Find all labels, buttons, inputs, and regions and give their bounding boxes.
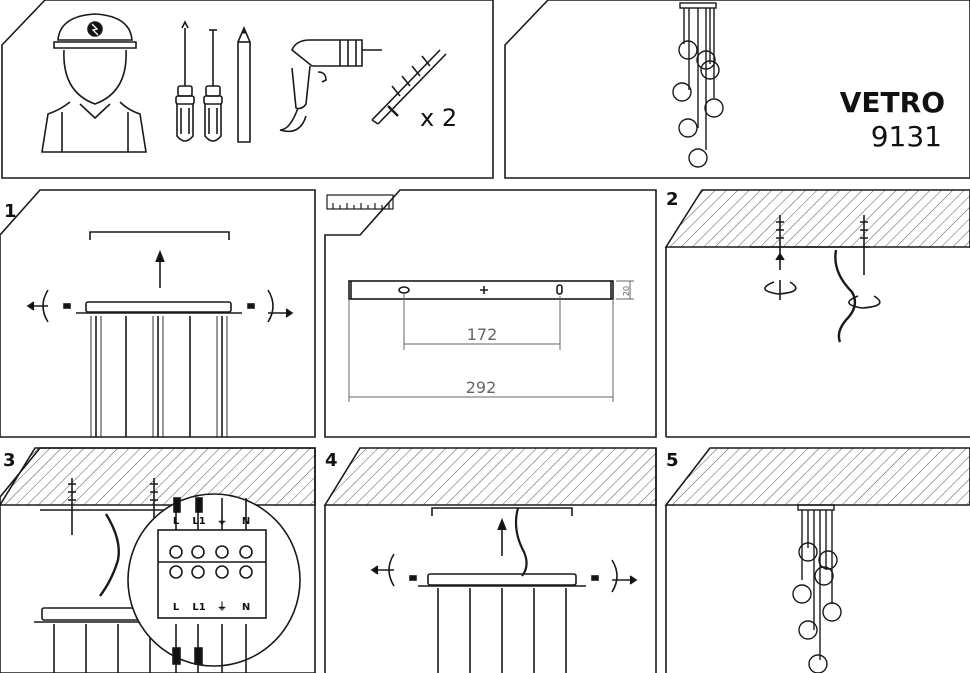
dimensions-panel [324,189,657,438]
step-4-panel [323,447,657,673]
product-name: VETRO [840,86,945,119]
terminal-label-earth-bottom: ⏚ [217,601,227,613]
terminal-label-earth-top: ⏚ [217,515,227,527]
ceiling [0,447,316,506]
step-number-2: 2 [666,189,679,210]
product-code: 9131 [871,120,942,153]
electrician-icon [41,13,147,153]
wall-plug-icon [371,49,447,125]
ceiling [323,447,657,506]
step-number-3: 3 [3,450,16,471]
terminal-label-l1-top: L1 [192,516,205,527]
step-1-panel [0,189,316,438]
canopy-plate [348,280,614,300]
ruler-icon [326,194,394,210]
step-3-panel [0,447,316,673]
step-number-5: 5 [666,450,679,471]
step-2-panel [664,189,970,438]
power-cable [99,513,120,597]
slot-hole-left [398,286,410,294]
drill-icon [279,39,382,133]
terminal-label-n-bottom: N [242,602,250,613]
tools-panel [1,0,494,179]
terminal-label-l-bottom: L [173,602,180,613]
terminal-labels-top: L L1 ⏚ N [173,515,250,527]
ceiling [664,189,970,248]
screw-anchor-right [848,215,881,309]
terminal-label-n-top: N [242,516,250,527]
power-cable [834,249,857,343]
terminal-labels-bottom: L L1 ⏚ N [173,601,250,613]
dimension-inner: 172 [467,325,498,344]
dimension-outer: 292 [466,378,497,397]
dimension-height: 20 [622,286,631,296]
slot-hole-right [556,284,563,295]
screwdrivers-icon [175,20,251,143]
terminal-block-detail [127,493,301,673]
terminal-label-l-top: L [173,516,180,527]
screw-quantity: x 2 [420,104,457,132]
installed-pendant [792,504,842,673]
product-panel [504,0,970,179]
step-number-4: 4 [325,450,338,471]
pendant-preview [672,2,724,168]
step-number-1: 1 [4,201,17,222]
ceiling [664,447,970,506]
screw-anchor-left [764,215,797,300]
center-hole [480,286,488,294]
terminal-label-l1-bottom: L1 [192,602,205,613]
step-5-panel [664,447,970,673]
